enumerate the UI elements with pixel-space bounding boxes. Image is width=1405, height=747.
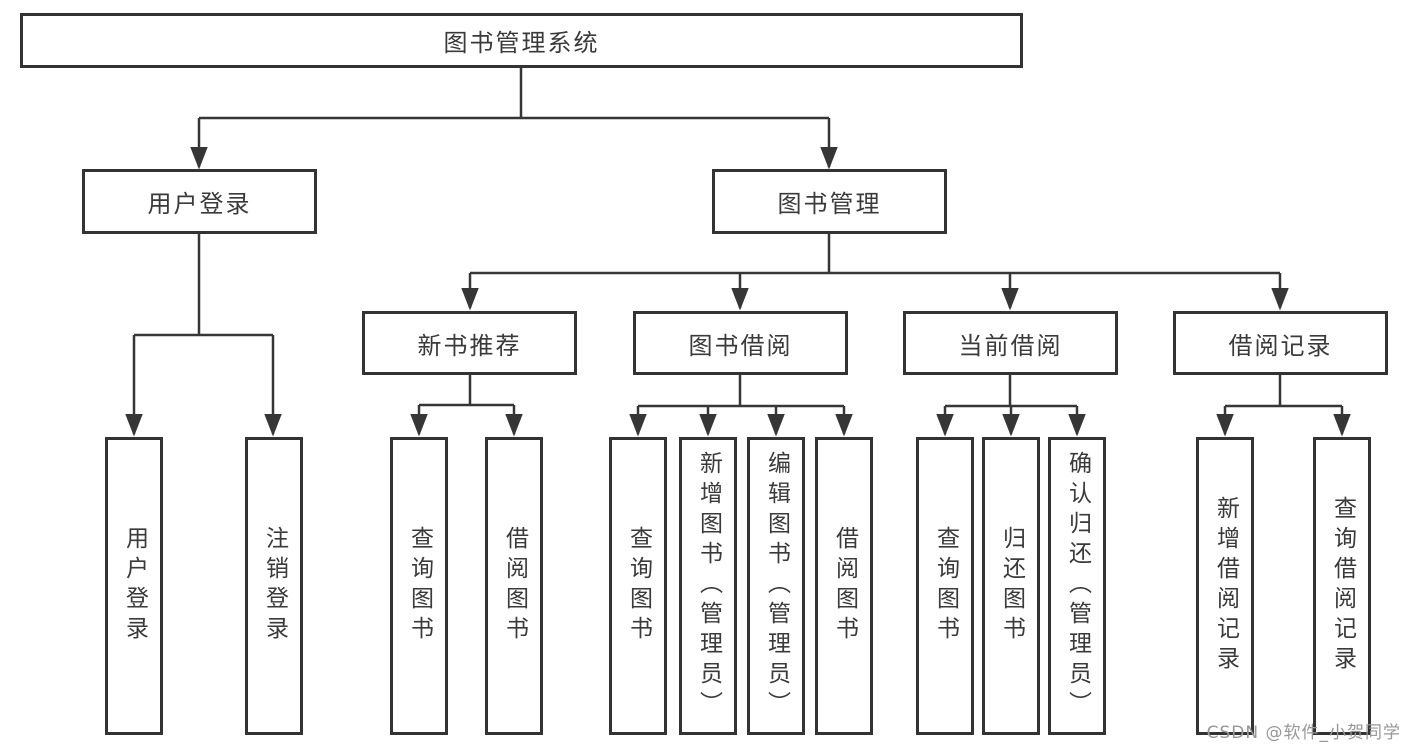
node-book-management-label: 图书管理 <box>777 190 882 218</box>
csdn-watermark: CSDN @软件_小贺同学 <box>1206 723 1401 743</box>
leaf-query-books-current: 查询图书 <box>916 437 974 735</box>
leaf-query-books-recommend-label: 查询图书 <box>406 526 433 646</box>
leaf-query-books-borrow: 查询图书 <box>609 437 667 735</box>
node-current-borrow-label: 当前借阅 <box>958 331 1063 360</box>
leaf-logout: 注销登录 <box>245 437 303 735</box>
node-book-management: 图书管理 <box>712 169 947 234</box>
node-user-login: 用户登录 <box>82 169 317 234</box>
leaf-borrow-books-recommend-label: 借阅图书 <box>501 526 528 646</box>
leaf-borrow-books-recommend: 借阅图书 <box>485 437 543 735</box>
leaf-edit-book-admin-label: 编辑图书（管理员） <box>763 451 790 721</box>
leaf-query-borrow-record: 查询借阅记录 <box>1313 437 1371 735</box>
leaf-borrow-books-2: 借阅图书 <box>815 437 873 735</box>
leaf-add-borrow-record-label: 新增借阅记录 <box>1212 496 1239 676</box>
node-root-label: 图书管理系统 <box>443 29 600 57</box>
node-new-book-recommend-label: 新书推荐 <box>417 331 522 360</box>
leaf-user-login: 用户登录 <box>105 437 163 735</box>
leaf-return-books: 归还图书 <box>982 437 1040 735</box>
leaf-query-books-recommend: 查询图书 <box>390 437 448 735</box>
node-book-borrow: 图书借阅 <box>633 311 848 375</box>
node-current-borrow: 当前借阅 <box>903 311 1118 375</box>
leaf-edit-book-admin: 编辑图书（管理员） <box>747 437 805 735</box>
node-new-book-recommend: 新书推荐 <box>362 311 577 375</box>
leaf-borrow-books-2-label: 借阅图书 <box>831 526 858 646</box>
leaf-query-books-current-label: 查询图书 <box>932 526 959 646</box>
node-user-login-label: 用户登录 <box>147 190 252 218</box>
leaf-add-book-admin-label: 新增图书（管理员） <box>695 451 722 721</box>
node-borrow-records-label: 借阅记录 <box>1228 331 1333 360</box>
leaf-confirm-return-admin: 确认归还（管理员） <box>1048 437 1106 735</box>
leaf-return-books-label: 归还图书 <box>998 526 1025 646</box>
leaf-user-login-label: 用户登录 <box>121 526 148 646</box>
leaf-query-books-borrow-label: 查询图书 <box>625 526 652 646</box>
leaf-confirm-return-admin-label: 确认归还（管理员） <box>1064 451 1091 721</box>
leaf-add-borrow-record: 新增借阅记录 <box>1196 437 1254 735</box>
leaf-logout-label: 注销登录 <box>261 526 288 646</box>
node-root: 图书管理系统 <box>20 13 1023 68</box>
node-borrow-records: 借阅记录 <box>1173 311 1388 375</box>
leaf-query-borrow-record-label: 查询借阅记录 <box>1329 496 1356 676</box>
node-book-borrow-label: 图书借阅 <box>688 331 793 360</box>
leaf-add-book-admin: 新增图书（管理员） <box>679 437 737 735</box>
